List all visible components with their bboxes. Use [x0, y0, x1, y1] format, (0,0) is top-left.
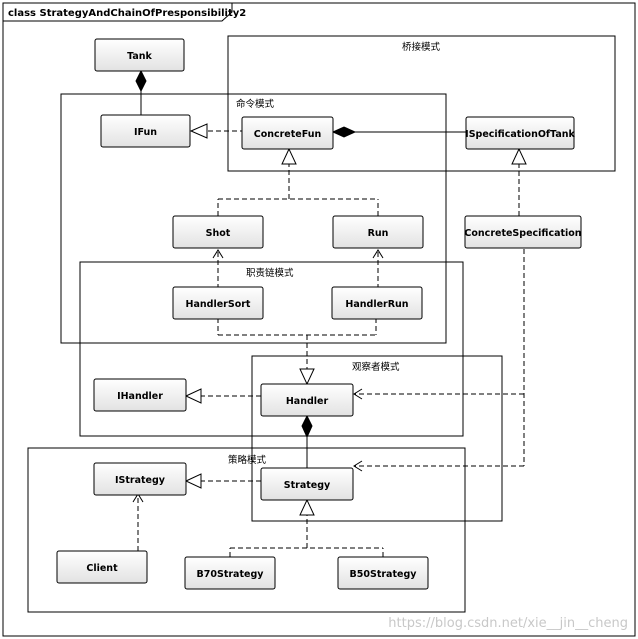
class-name: Run — [368, 228, 389, 239]
class-name: ISpecificationOfTank — [465, 129, 575, 140]
class-name: IStrategy — [115, 475, 166, 486]
concretefun-composition-diamond — [331, 126, 357, 138]
class-name: B50Strategy — [350, 569, 418, 580]
class-strategy[interactable]: Strategy — [260, 467, 354, 501]
strategy-dependency-arrow — [353, 460, 363, 472]
ifun-realization-triangle — [189, 123, 208, 139]
region-observer — [251, 355, 503, 522]
handler-composition-diamond — [301, 414, 313, 439]
class-b50-strategy[interactable]: B50Strategy — [337, 556, 429, 590]
region-label-bridge: 桥接模式 — [402, 41, 441, 53]
frame-title-tab — [2, 2, 233, 22]
class-name: HandlerSort — [186, 299, 251, 310]
run-dependency-arrow — [372, 249, 384, 259]
shot-dependency-arrow — [212, 249, 224, 259]
class-handler-run[interactable]: HandlerRun — [331, 286, 423, 320]
region-chain — [79, 261, 464, 437]
class-name: Client — [86, 563, 118, 574]
class-ifun[interactable]: IFun — [100, 114, 191, 148]
watermark: https://blog.csdn.net/xie__jin__cheng — [388, 616, 628, 631]
region-label-strategy: 策略模式 — [228, 454, 267, 466]
frame-title: class StrategyAndChainOfPresponsibility2 — [8, 8, 246, 19]
region-strategy — [27, 447, 466, 613]
class-run[interactable]: Run — [332, 215, 424, 249]
class-name: ConcreteFun — [254, 129, 322, 140]
class-b70-strategy[interactable]: B70Strategy — [184, 556, 276, 590]
class-name: Handler — [286, 396, 329, 407]
class-name: B70Strategy — [197, 569, 265, 580]
class-istrategy[interactable]: IStrategy — [93, 462, 187, 496]
class-client[interactable]: Client — [56, 550, 148, 584]
class-ihandler[interactable]: IHandler — [93, 378, 187, 412]
class-handler-sort[interactable]: HandlerSort — [172, 286, 264, 320]
class-name: Strategy — [284, 480, 331, 491]
ispec-realization-triangle — [511, 147, 527, 165]
istrategy-realization-triangle — [184, 473, 202, 489]
class-name: Tank — [127, 51, 152, 62]
strategy-realization-triangle — [299, 498, 315, 516]
class-handler[interactable]: Handler — [260, 383, 354, 417]
region-label-chain: 职责链模式 — [246, 267, 294, 279]
tank-composition-diamond — [135, 69, 147, 93]
class-concrete-fun[interactable]: ConcreteFun — [241, 116, 334, 150]
class-concrete-specification[interactable]: ConcreteSpecification — [464, 215, 582, 249]
region-label-command: 命令模式 — [236, 98, 275, 110]
class-name: HandlerRun — [345, 299, 408, 310]
region-bridge — [227, 35, 616, 172]
concretefun-realization-triangle — [281, 147, 297, 165]
ihandler-realization-triangle — [184, 388, 202, 404]
region-label-observer: 观察者模式 — [352, 361, 400, 373]
class-shot[interactable]: Shot — [172, 215, 264, 249]
class-tank[interactable]: Tank — [94, 38, 185, 72]
class-name: ConcreteSpecification — [464, 228, 581, 239]
handler-dependency-arrow — [353, 388, 363, 400]
handler-realization-triangle — [299, 368, 315, 386]
region-command — [60, 93, 447, 344]
class-ispecification-of-tank[interactable]: ISpecificationOfTank — [465, 116, 575, 150]
class-name: Shot — [206, 228, 231, 239]
class-name: IFun — [134, 127, 157, 138]
class-name: IHandler — [117, 391, 163, 402]
